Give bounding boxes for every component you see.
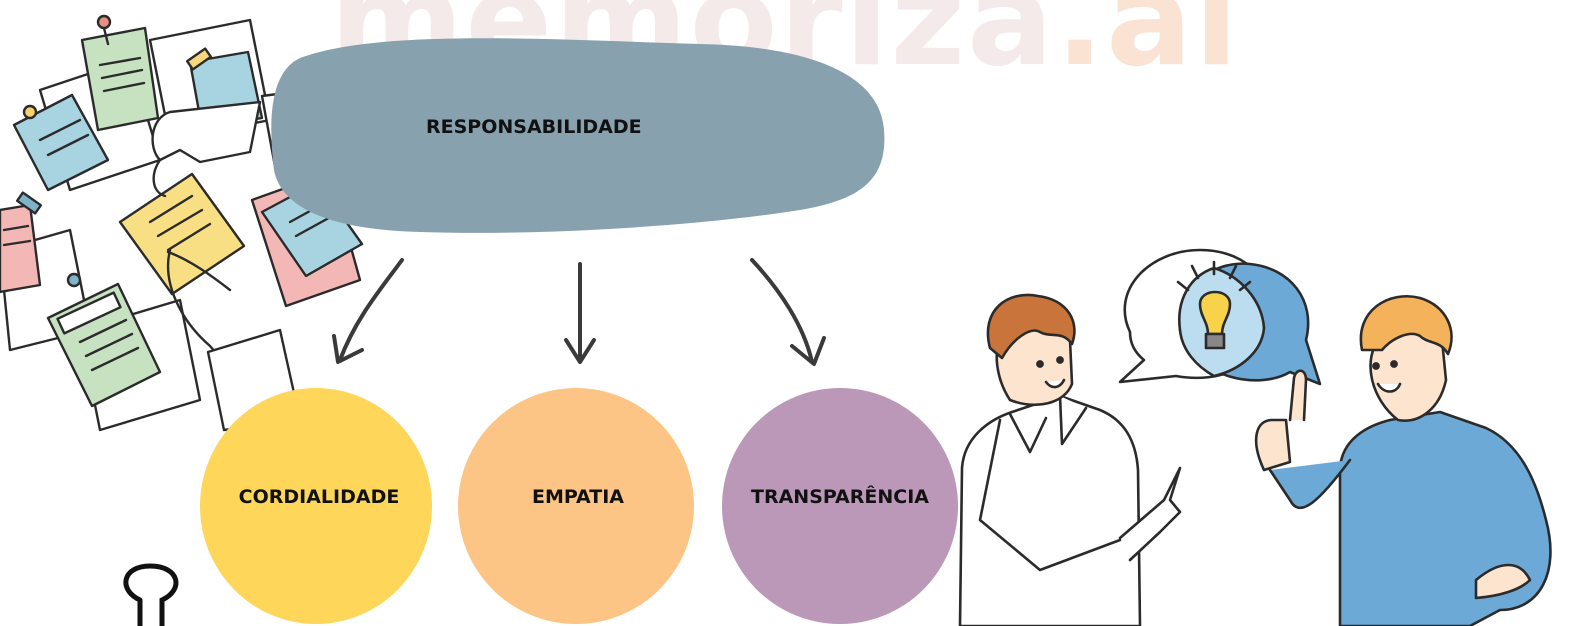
child-node-label-empatia: EMPATIA — [531, 486, 625, 508]
arrow-to-empatia-head — [564, 338, 596, 364]
child-node-label-transparencia: TRANSPARÊNCIA — [751, 486, 929, 508]
speech-bubbles-lightbulb-icon — [1118, 248, 1322, 386]
child-node-empatia — [458, 388, 694, 624]
root-node-label: RESPONSABILIDADE — [426, 116, 642, 138]
connector-arrows — [332, 258, 826, 366]
arrow-to-cordialidade-head — [332, 334, 364, 364]
arrow-to-cordialidade — [338, 258, 404, 362]
child-node-label-cordialidade: CORDIALIDADE — [238, 486, 400, 508]
root-node-shape — [271, 38, 885, 233]
arrow-to-transparencia-head — [790, 336, 826, 366]
man-pointing-icon — [958, 293, 1182, 626]
child-node-cordialidade — [200, 388, 432, 624]
man-raising-finger-icon — [1254, 295, 1552, 626]
lock-outline-icon — [123, 563, 179, 626]
arrow-to-transparencia — [750, 258, 814, 364]
child-node-transparencia — [722, 388, 958, 624]
